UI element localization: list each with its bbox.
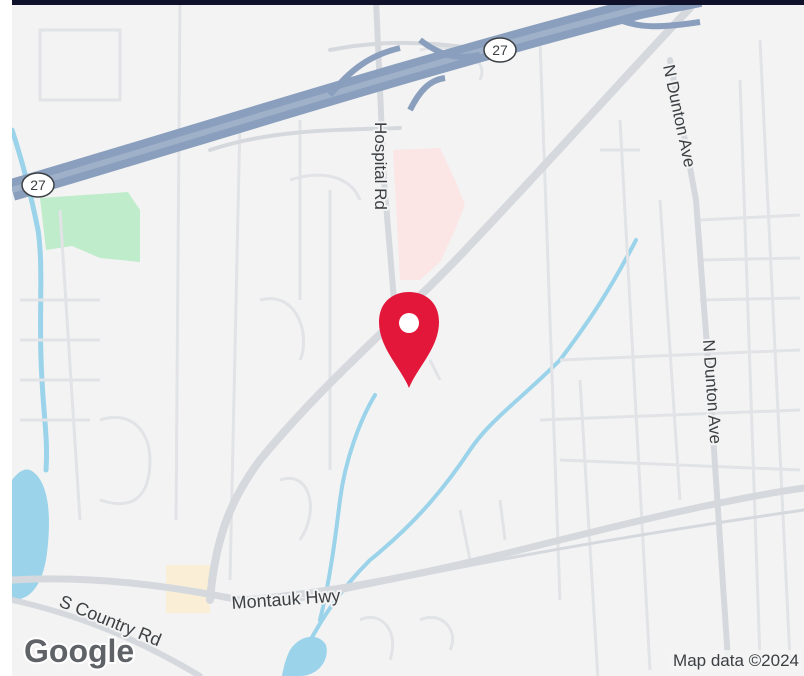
hospital-area	[393, 148, 465, 280]
window-top-border	[0, 0, 804, 5]
montauk-hwy	[8, 484, 804, 604]
hospital-rd	[373, 0, 397, 303]
n-dunton-ave-label-south: N Dunton Ave	[699, 339, 725, 445]
map-attribution: Map data ©2024	[670, 650, 802, 672]
map-pin-icon[interactable]	[379, 292, 439, 388]
n-dunton-ave	[667, 57, 731, 663]
n-dunton-ave-label-north: N Dunton Ave	[659, 63, 699, 169]
svg-text:Google: Google	[24, 633, 134, 669]
highway-route-27	[8, 0, 703, 201]
rail-line	[298, 508, 804, 602]
route-shield-top: 27	[483, 37, 517, 63]
diagonal-road	[206, 4, 694, 604]
google-logo: Google	[22, 631, 136, 671]
park-area	[40, 192, 140, 262]
lake	[12, 469, 49, 600]
pond	[282, 636, 327, 676]
route-shield-top-label: 27	[492, 42, 508, 58]
left-margin	[0, 0, 12, 676]
route-shield-left-label: 27	[30, 177, 46, 193]
route-shield-left: 27	[21, 172, 55, 198]
hospital-rd-label: Hospital Rd	[371, 122, 390, 210]
s-country-rd	[9, 597, 203, 676]
